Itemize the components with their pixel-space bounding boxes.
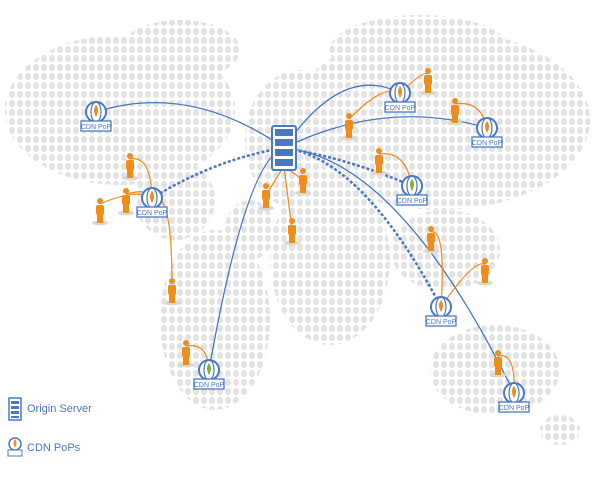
user-person-icon bbox=[420, 68, 436, 96]
pop-marker-icon bbox=[439, 300, 443, 312]
pop-label: CDN PoP bbox=[426, 319, 457, 326]
pop-marker-icon bbox=[512, 386, 516, 398]
user-person-icon bbox=[122, 153, 138, 181]
server-pop-link bbox=[283, 146, 443, 308]
user-person-icon bbox=[447, 98, 463, 126]
user-person-icon bbox=[178, 340, 194, 368]
user-person-icon bbox=[295, 168, 311, 196]
pop-label: CDN PoP bbox=[385, 105, 416, 112]
pop-marker-icon bbox=[207, 363, 211, 375]
user-person-icon bbox=[477, 258, 493, 286]
user-person-icon bbox=[341, 113, 357, 141]
user-person-icon bbox=[92, 198, 108, 226]
legend-origin-server-label: Origin Server bbox=[27, 403, 92, 415]
server-pop-link bbox=[283, 84, 401, 149]
pop-marker-icon bbox=[94, 105, 98, 117]
pop-label: CDN PoP bbox=[499, 405, 530, 412]
user-person-icon bbox=[423, 226, 439, 254]
cdn-pop-node[interactable]: CDN PoP bbox=[471, 117, 503, 148]
cdn-pop-node[interactable]: CDN PoP bbox=[193, 359, 225, 390]
server-pop-link bbox=[283, 146, 413, 188]
cdn-pop-node[interactable]: CDN PoP bbox=[498, 382, 530, 413]
pop-label: CDN PoP bbox=[397, 198, 428, 205]
pop-marker-icon bbox=[150, 191, 154, 203]
legend-cdn-pops-label: CDN PoPs bbox=[27, 442, 81, 454]
user-person-icon bbox=[118, 188, 134, 216]
user-pop-link bbox=[430, 231, 443, 308]
user-person-icon bbox=[164, 278, 180, 306]
cdn-pop-node[interactable]: CDN PoP bbox=[396, 175, 428, 206]
server-pop-link bbox=[151, 146, 285, 200]
pop-label: CDN PoP bbox=[81, 124, 112, 131]
user-person-icon bbox=[258, 183, 274, 211]
cdn-pop-node[interactable]: CDN PoP bbox=[80, 101, 112, 132]
pop-label: CDN PoP bbox=[194, 382, 225, 389]
server-pop-link bbox=[283, 147, 515, 394]
cdn-pop-node[interactable]: CDN PoP bbox=[136, 187, 168, 218]
server-pop-link bbox=[95, 102, 285, 149]
pop-label: CDN PoP bbox=[137, 210, 168, 217]
user-person-icon bbox=[490, 350, 506, 378]
pop-marker-icon bbox=[398, 86, 402, 98]
user-person-icon bbox=[371, 148, 387, 176]
origin-server-icon[interactable] bbox=[271, 125, 297, 171]
pop-label: CDN PoP bbox=[472, 140, 503, 147]
cdn-pop-node[interactable]: CDN PoP bbox=[425, 296, 457, 327]
pop-marker-icon bbox=[485, 121, 489, 133]
user-person-icon bbox=[284, 218, 300, 246]
pop-marker-icon bbox=[410, 179, 414, 191]
cdn-pop-node[interactable]: CDN PoP bbox=[384, 82, 416, 113]
